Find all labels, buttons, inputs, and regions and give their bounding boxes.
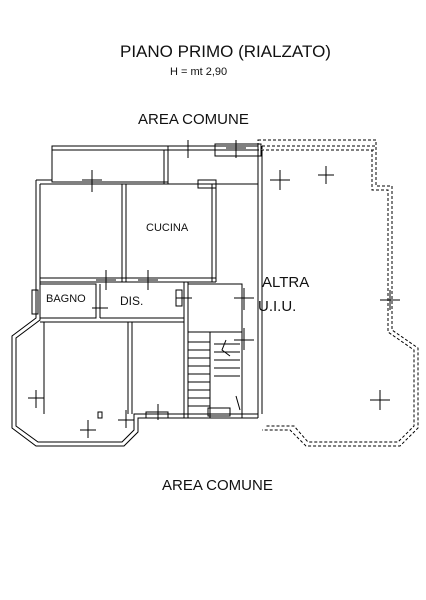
stairs bbox=[187, 331, 243, 419]
crosshair-markers bbox=[28, 140, 400, 438]
area-comune-bottom-label: AREA COMUNE bbox=[162, 477, 273, 494]
fixtures bbox=[31, 289, 231, 419]
area-comune-top-label: AREA COMUNE bbox=[138, 111, 249, 128]
height-note: H = mt 2,90 bbox=[170, 66, 228, 78]
uiu-label: U.I.U. bbox=[258, 298, 297, 315]
outer-walls bbox=[11, 145, 263, 447]
altra-label: ALTRA bbox=[262, 274, 310, 291]
bagno-label: BAGNO bbox=[46, 293, 86, 305]
interior-walls bbox=[39, 149, 258, 418]
dis-label: DIS. bbox=[120, 294, 144, 308]
other-unit-outline bbox=[257, 139, 419, 447]
plan-title: PIANO PRIMO (RIALZATO) bbox=[120, 42, 331, 61]
cucina-label: CUCINA bbox=[146, 222, 189, 234]
